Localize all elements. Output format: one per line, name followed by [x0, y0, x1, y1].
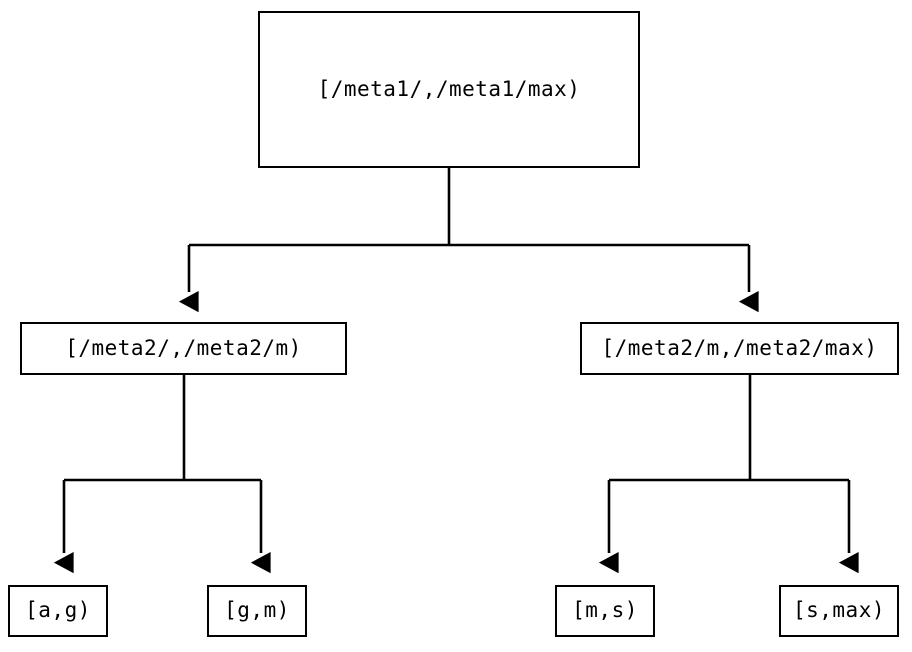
tree-node-label: [g,m): [224, 598, 290, 623]
tree-node-label: [/meta2/m,/meta2/max): [601, 335, 878, 360]
tree-node-label: [s,max): [792, 598, 885, 623]
tree-node-mid-right[interactable]: [/meta2/m,/meta2/max): [580, 322, 899, 375]
tree-node-label: [/meta1/,/meta1/max): [317, 76, 581, 101]
tree-node-label: [a,g): [25, 598, 91, 623]
tree-node-label: [/meta2/,/meta2/m): [65, 335, 302, 360]
tree-node-leaf-g-m[interactable]: [g,m): [207, 585, 307, 637]
tree-node-mid-left[interactable]: [/meta2/,/meta2/m): [20, 322, 347, 375]
tree-node-leaf-s-max[interactable]: [s,max): [779, 585, 899, 637]
tree-node-label: [m,s): [572, 598, 638, 623]
tree-node-root[interactable]: [/meta1/,/meta1/max): [258, 11, 640, 168]
tree-node-leaf-m-s[interactable]: [m,s): [555, 585, 655, 637]
tree-node-leaf-a-g[interactable]: [a,g): [8, 585, 108, 637]
